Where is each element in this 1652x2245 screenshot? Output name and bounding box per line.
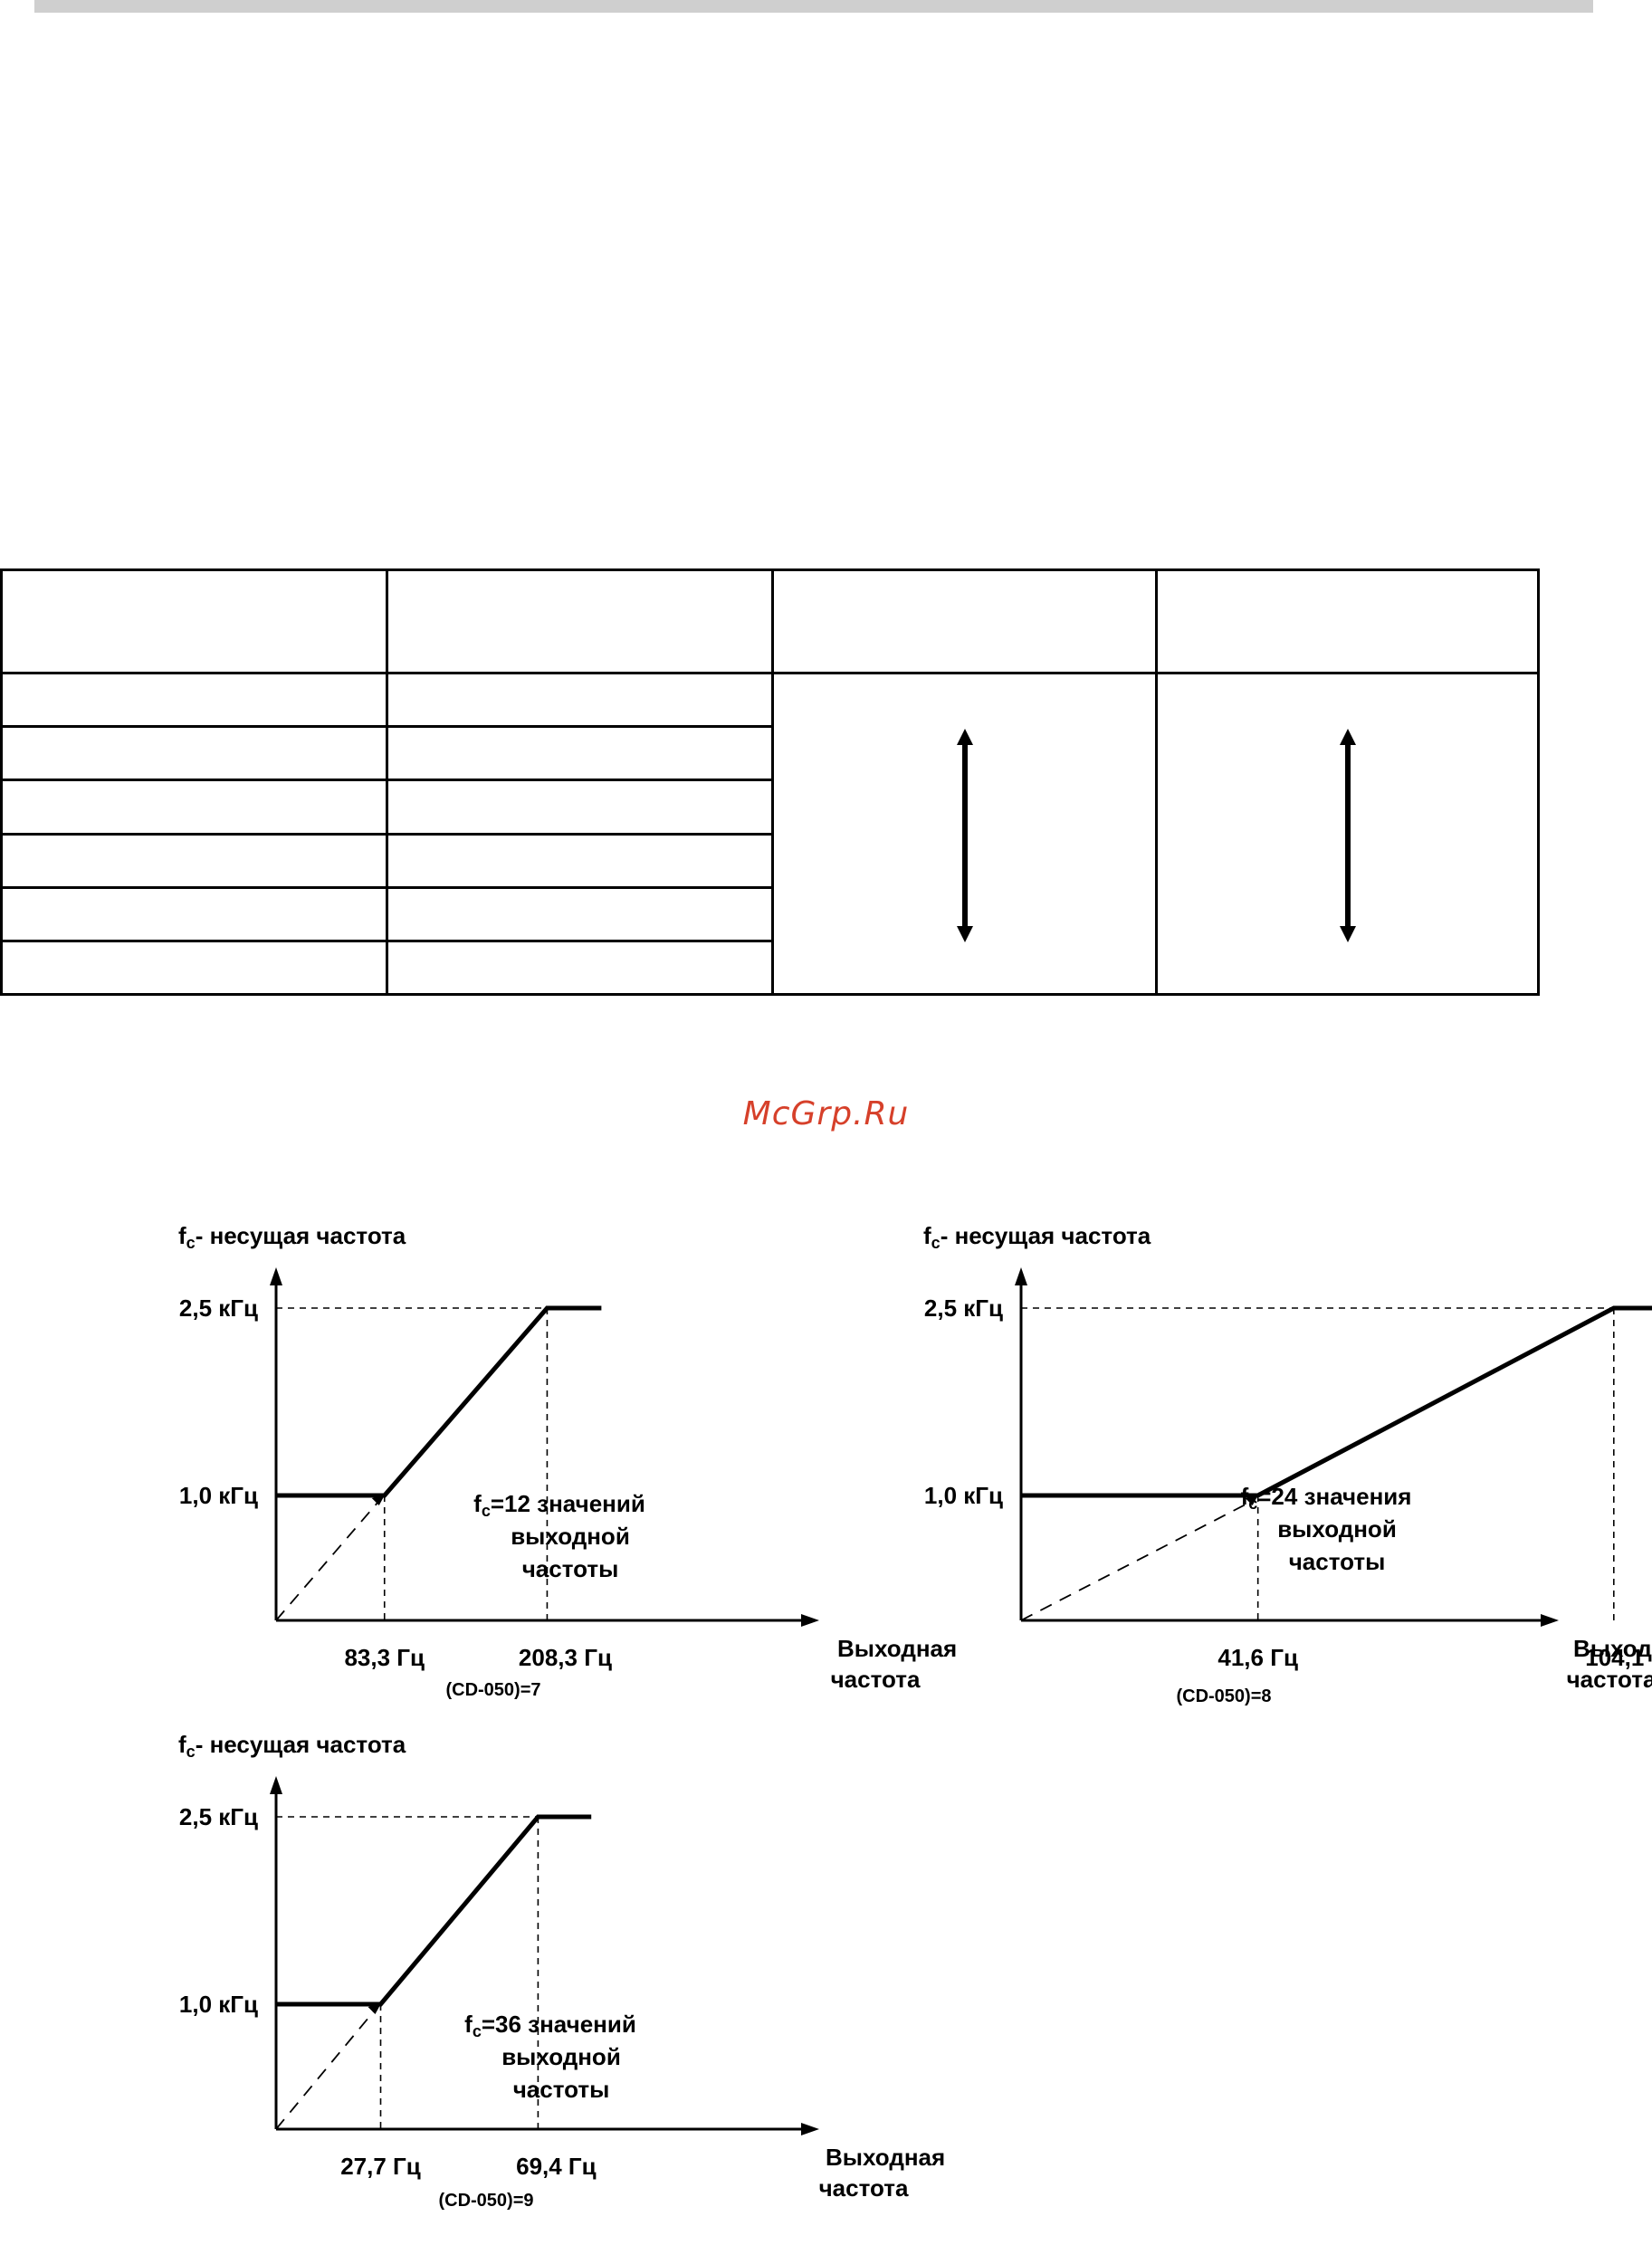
table-row bbox=[0, 885, 1539, 942]
parameter-table bbox=[0, 568, 1540, 997]
table-cell bbox=[386, 725, 774, 782]
annotation-label: частоты bbox=[513, 2076, 610, 2103]
parameter-label: (CD-050)=8 bbox=[1176, 1686, 1271, 1706]
table-row bbox=[0, 672, 1540, 996]
x-axis-arrow-icon bbox=[1541, 1614, 1559, 1627]
double-vertical-arrow-icon bbox=[1339, 729, 1356, 943]
guide-arrow-icon bbox=[368, 2004, 381, 2014]
parameter-label: (CD-050)=7 bbox=[445, 1680, 540, 1700]
x-axis-label: Выходная bbox=[826, 2144, 945, 2171]
guide-arrow-icon bbox=[1245, 1495, 1258, 1505]
y-axis-arrow-icon bbox=[1015, 1267, 1027, 1285]
table-cell bbox=[0, 885, 388, 942]
x-tick-label: 208,3 Гц bbox=[519, 1644, 612, 1671]
table-span-cell bbox=[771, 672, 1158, 996]
annotation-label: fc=12 значений bbox=[473, 1490, 645, 1520]
y-tick-label: 2,5 кГц bbox=[179, 1294, 258, 1322]
y-tick-label: 1,0 кГц bbox=[179, 1991, 258, 2018]
chart-1: fc- несущая частота 2,5 кГц 1,0 кГц 83,3 Гц… bbox=[178, 1222, 957, 1700]
y-tick-label: 1,0 кГц bbox=[924, 1482, 1003, 1509]
y-axis-label: fc- несущая частота bbox=[178, 1222, 406, 1252]
y-tick-label: 2,5 кГц bbox=[924, 1294, 1003, 1322]
y-axis-arrow-icon bbox=[270, 1776, 282, 1794]
table-header-row bbox=[0, 568, 1540, 675]
table-cell bbox=[386, 939, 774, 997]
x-axis-label: частота bbox=[831, 1666, 921, 1693]
annotation-label: fc=36 значений bbox=[464, 2011, 636, 2040]
y-axis-label: fc- несущая частота bbox=[923, 1222, 1151, 1252]
table-cell bbox=[0, 672, 388, 729]
top-rule bbox=[34, 0, 1593, 13]
watermark: McGrp.Ru bbox=[742, 1095, 910, 1132]
table-row bbox=[0, 725, 1539, 782]
table-cell bbox=[386, 672, 774, 729]
x-axis-label: Выходная bbox=[1573, 1635, 1652, 1662]
proportional-guide bbox=[1020, 1500, 1254, 1621]
y-axis-label: fc- несущая частота bbox=[178, 1731, 406, 1761]
y-tick-label: 1,0 кГц bbox=[179, 1482, 258, 1509]
series-line bbox=[276, 1305, 602, 1498]
table-header-cell bbox=[0, 568, 388, 675]
table-cell bbox=[386, 832, 774, 889]
table-header-cell bbox=[771, 568, 1158, 675]
table-cell bbox=[0, 725, 388, 782]
series-line bbox=[1021, 1305, 1652, 1498]
annotation-label: fc=24 значения bbox=[1241, 1483, 1412, 1513]
y-tick-label: 2,5 кГц bbox=[179, 1803, 258, 1830]
x-axis-label: частота bbox=[819, 2174, 909, 2202]
table-row bbox=[0, 832, 1539, 889]
guide-arrow-icon bbox=[371, 1495, 385, 1505]
table-header-cell bbox=[1155, 568, 1540, 675]
table-cell bbox=[0, 779, 388, 836]
x-tick-label: 27,7 Гц bbox=[340, 2153, 421, 2180]
table-cell bbox=[386, 779, 774, 836]
chart-3: fc- несущая частота 2,5 кГц 1,0 кГц 27,7 Гц… bbox=[178, 1731, 945, 2211]
proportional-guide bbox=[275, 1500, 380, 1621]
x-tick-label: 41,6 Гц bbox=[1218, 1644, 1298, 1671]
annotation-label: частоты bbox=[522, 1555, 619, 1582]
chart-2: fc- несущая частота 2,5 кГц 1,0 кГц 41,6 Гц… bbox=[923, 1222, 1652, 1706]
proportional-guide bbox=[275, 2009, 377, 2130]
table-header-cell bbox=[386, 568, 774, 675]
x-tick-label: 83,3 Гц bbox=[344, 1644, 425, 1671]
series-line bbox=[276, 1814, 592, 2007]
table-row bbox=[0, 779, 1539, 836]
annotation-label: выходной bbox=[1277, 1515, 1397, 1543]
y-axis-arrow-icon bbox=[270, 1267, 282, 1285]
table-cell bbox=[386, 885, 774, 942]
table-cell bbox=[0, 939, 388, 997]
x-axis-arrow-icon bbox=[801, 1614, 819, 1627]
table-row bbox=[0, 939, 1539, 997]
annotation-label: выходной bbox=[501, 2043, 621, 2070]
table-cell bbox=[0, 832, 388, 889]
x-axis-label: Выходная bbox=[837, 1635, 957, 1662]
x-tick-label: 69,4 Гц bbox=[516, 2153, 597, 2180]
table-span-cell bbox=[1155, 672, 1540, 996]
x-axis-arrow-icon bbox=[801, 2123, 819, 2135]
x-axis-label: частота bbox=[1567, 1666, 1652, 1693]
x-tick-label: 104,1 Гц bbox=[1585, 1644, 1652, 1671]
double-vertical-arrow-icon bbox=[956, 729, 973, 943]
parameter-label: (CD-050)=9 bbox=[438, 2191, 533, 2211]
annotation-label: выходной bbox=[511, 1523, 630, 1550]
annotation-label: частоты bbox=[1289, 1548, 1386, 1575]
